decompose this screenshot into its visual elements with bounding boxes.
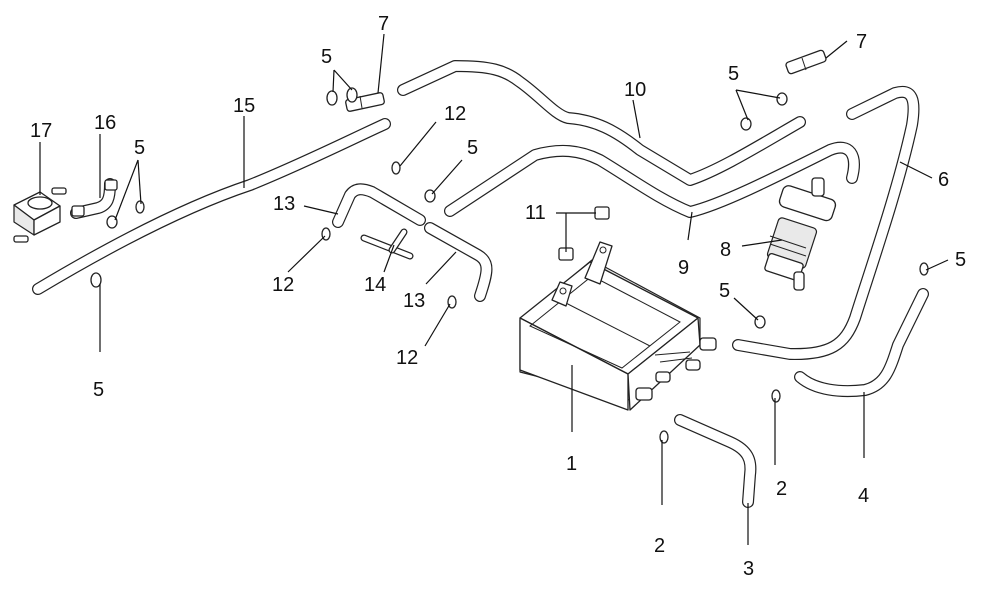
hose-6 [732, 85, 920, 361]
callout-16: 16 [94, 112, 116, 134]
clamps [90, 87, 929, 444]
callout-13: 13 [273, 193, 295, 215]
leader-lines [39, 33, 949, 545]
callout-2: 2 [776, 478, 787, 500]
callout-7: 7 [378, 13, 389, 35]
connector-7-left [345, 92, 385, 112]
callout-5: 5 [93, 379, 104, 401]
callout-11: 11 [525, 202, 546, 224]
hose-10 [397, 60, 806, 186]
t-connector-14 [360, 228, 414, 260]
callout-12: 12 [272, 274, 294, 296]
callout-14: 14 [364, 274, 386, 296]
purge-valve [764, 177, 837, 291]
hose-3 [674, 414, 757, 508]
callout-15: 15 [233, 95, 255, 117]
connector-7-right [785, 49, 827, 75]
callout-5: 5 [467, 137, 478, 159]
callout-6: 6 [938, 169, 949, 191]
callout-5: 5 [719, 280, 730, 302]
callout-13: 13 [403, 290, 425, 312]
hose-13-upper [332, 183, 426, 228]
callout-9: 9 [678, 257, 689, 279]
callout-5: 5 [728, 63, 739, 85]
callout-labels: 1 2 2 3 4 5 5 5 5 5 5 5 6 7 7 8 9 10 11 … [30, 13, 966, 580]
charcoal-canister [519, 241, 717, 411]
callout-2: 2 [654, 535, 665, 557]
hose-9 [444, 141, 860, 218]
callout-7: 7 [856, 31, 867, 53]
callout-12: 12 [444, 103, 466, 125]
callout-17: 17 [30, 120, 52, 142]
hose-13-lower [424, 222, 493, 302]
solenoid-17 [13, 187, 67, 243]
elbow-16 [71, 179, 118, 217]
callout-5: 5 [955, 249, 966, 271]
callout-4: 4 [858, 485, 869, 507]
callout-3: 3 [743, 558, 754, 580]
callout-8: 8 [720, 239, 731, 261]
hose-4 [794, 288, 929, 398]
callout-5: 5 [134, 137, 145, 159]
callout-10: 10 [624, 79, 646, 101]
callout-1: 1 [566, 453, 577, 475]
callout-12: 12 [396, 347, 418, 369]
callout-5: 5 [321, 46, 332, 68]
